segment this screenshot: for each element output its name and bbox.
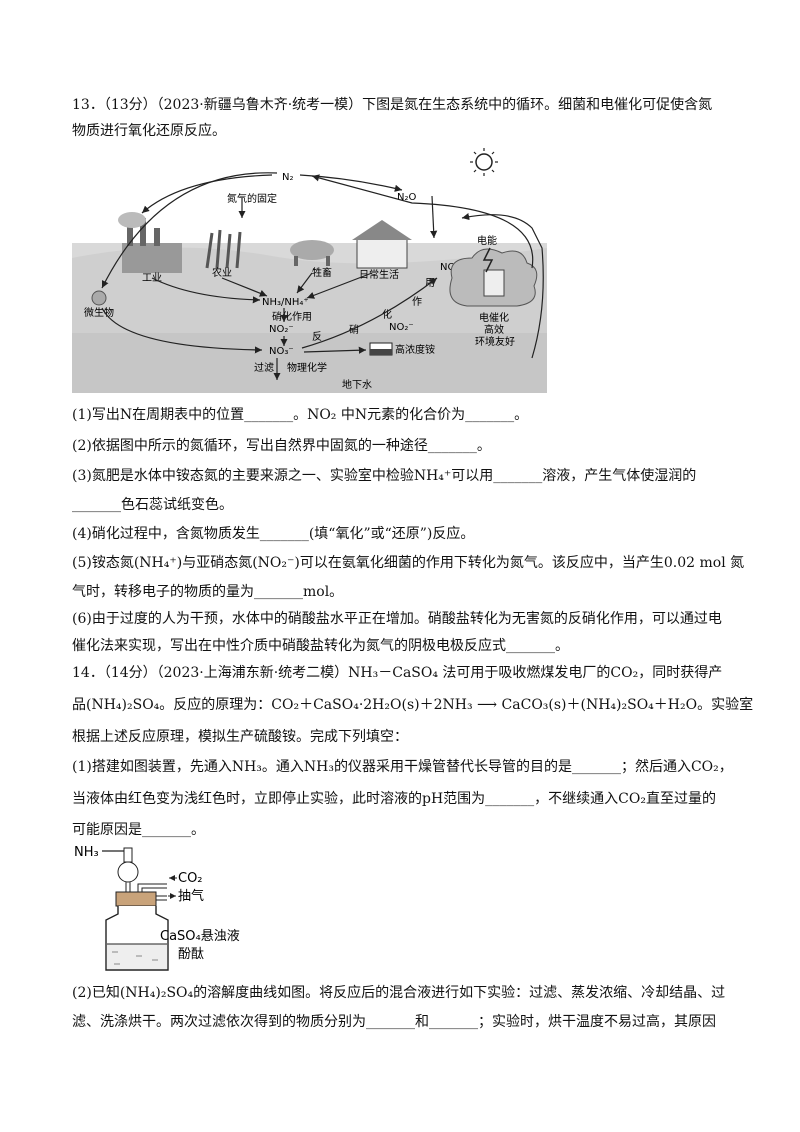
label-nh3-inlet: NH₃ (74, 845, 99, 860)
label-co2: CO₂ (178, 871, 203, 886)
q13-part5a: (5)铵态氮(NH₄⁺)与亚硝态氮(NO₂⁻)可以在氨氧化细菌的作用下转化为氮气… (72, 555, 745, 571)
apparatus-figure: NH₃ CO₂ 抽气 CaSO₄悬浊液 酚酞 (74, 845, 240, 971)
label-no3: NO₃⁻ (269, 346, 294, 357)
q14-header-cont2: 根据上述反应原理，模拟生产硫酸铵。完成下列填空： (72, 729, 408, 745)
q13-part1: (1)写出N在周期表中的位置_______。NO₂ 中N元素的化合价为_____… (72, 407, 529, 423)
label-zuo: 作 (412, 296, 422, 308)
label-livestock: 牲畜 (312, 266, 332, 279)
q14-header-cont: 品(NH₄)₂SO₄。反应的原理为：CO₂＋CaSO₄·2H₂O(s)＋2NH₃… (72, 697, 754, 713)
label-no: NO (440, 262, 455, 273)
label-n2: N₂ (282, 172, 294, 183)
sun-icon (470, 148, 498, 176)
label-nitrification: 硝化作用 (272, 310, 312, 323)
q14-part1b: 当液体由红色变为浅红色时，立即停止实验，此时溶液的pH范围为_______，不继… (72, 791, 716, 807)
q14-part1c: 可能原因是_______。 (72, 822, 205, 838)
label-filter: 过滤 (254, 361, 274, 374)
q14-part1a: (1)搭建如图装置，先通入NH₃。通入NH₃的仪器采用干燥管替代长导管的目的是_… (72, 759, 733, 775)
label-n2o: N₂O (397, 192, 416, 203)
q13-part6a: (6)由于过度的人为干预，水体中的硝酸盐水平正在增加。硝酸盐转化为无害氮的反硝化… (72, 611, 722, 627)
label-xiao: 硝 (349, 323, 359, 336)
q13-header: 13．（13分）（2023·新疆乌鲁木齐·统考一模）下图是氮在生态系统中的循环。… (72, 97, 713, 113)
label-daily-life: 日常生活 (359, 268, 399, 281)
factory-icon (118, 212, 182, 273)
q13-part2: (2)依据图中所示的氮循环，写出自然界中固氮的一种途径_______。 (72, 438, 491, 454)
label-no2-right: NO₂⁻ (389, 322, 414, 333)
q14-part2a: (2)已知(NH₄)₂SO₄的溶解度曲线如图。将反应后的混合液进行如下实验：过滤… (72, 985, 726, 1001)
house-icon (352, 220, 412, 269)
label-groundwater: 地下水 (342, 378, 372, 391)
label-no2: NO₂⁻ (269, 324, 294, 335)
lightning-icon (482, 247, 494, 273)
cow-icon (290, 240, 334, 266)
nitrogen-cycle-figure: N₂ N₂O 氮气的固定 工业 农业 牲畜 日常生活 微生物 NH₃/NH₄⁺ … (72, 148, 547, 393)
label-pump: 抽气 (178, 888, 204, 904)
q13-part3a: (3)氮肥是水体中铵态氮的主要来源之一、实验室中检验NH₄⁺可以用_______… (72, 468, 697, 484)
label-microbe: 微生物 (84, 306, 114, 319)
label-nh3-nh4: NH₃/NH₄⁺ (262, 297, 309, 308)
label-electro1: 电催化 (479, 311, 509, 324)
q13-part4: (4)硝化过程中，含氮物质发生_______(填“氧化”或“还原”)反应。 (72, 526, 475, 542)
q13-header-cont: 物质进行氧化还原反应。 (72, 123, 226, 139)
label-phenolphthalein: 酚酞 (178, 947, 204, 962)
label-caso4: CaSO₄悬浊液 (160, 929, 240, 944)
label-electro3: 环境友好 (475, 335, 515, 348)
label-high-conc: 高浓度铵 (395, 343, 435, 356)
label-fixation: 氮气的固定 (227, 192, 277, 205)
q13-part3b: _______色石蕊试纸变色。 (72, 497, 233, 513)
q14-part2b: 滤、洗涤烘干。两次过滤依次得到的物质分别为_______和_______；实验时… (72, 1014, 716, 1030)
microbe-icon (91, 290, 107, 306)
label-agriculture: 农业 (212, 266, 232, 279)
stopper (115, 891, 157, 907)
label-electro2: 高效 (484, 323, 504, 336)
label-electrode: 电能 (477, 234, 497, 247)
q13-part5b: 气时，转移电子的物质的量为_______mol。 (72, 584, 344, 600)
label-physchem: 物理化学 (287, 361, 327, 374)
q14-header: 14．（14分）（2023·上海浦东新·统考二模）NH₃－CaSO₄ 法可用于吸… (72, 665, 723, 681)
q13-part6b: 催化法来实现，写出在中性介质中硝酸盐转化为氮气的阴极电极反应式_______。 (72, 638, 569, 654)
label-hua: 化 (382, 308, 392, 321)
crops-icon (205, 229, 242, 269)
drying-tube-bulb (117, 861, 139, 883)
label-fan: 反 (312, 331, 322, 343)
